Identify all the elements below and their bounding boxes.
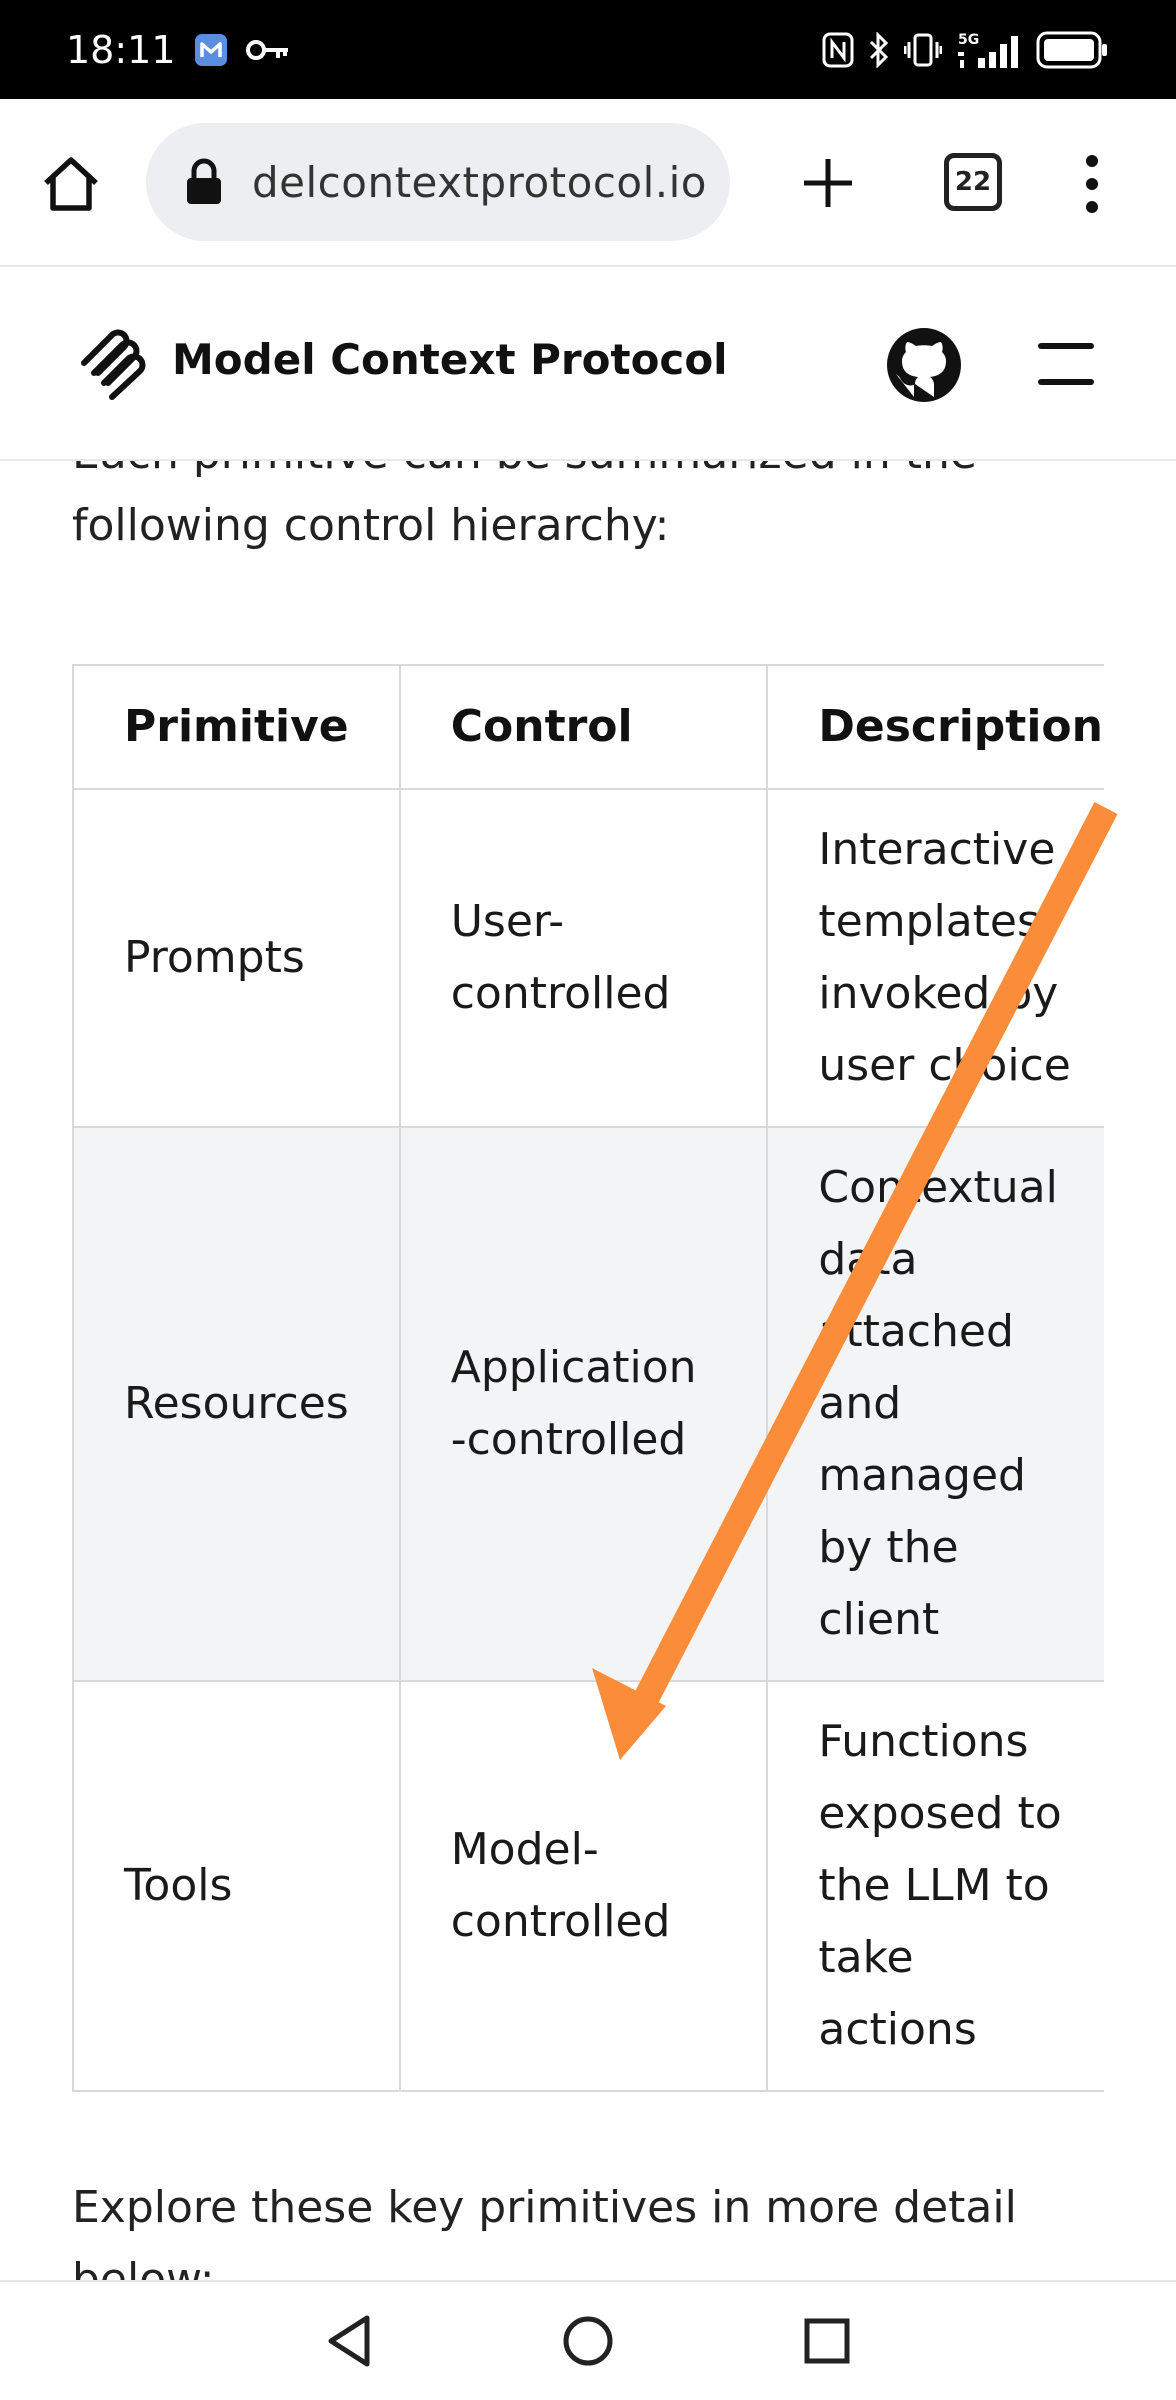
- cell-control: User- controlled: [398, 788, 769, 1128]
- new-tab-button[interactable]: [796, 151, 860, 215]
- back-icon: [328, 2315, 370, 2367]
- status-time: 18:11: [66, 27, 176, 72]
- table-row: Resources Application -controlled Contex…: [72, 1126, 1104, 1682]
- status-bar: 18:11 5G: [0, 0, 1176, 99]
- cell-description: Functions exposed to the LLM to take act…: [766, 1680, 1104, 2092]
- recents-icon: [804, 2318, 850, 2364]
- cell-description: Contextual data attached and managed by …: [766, 1126, 1104, 1682]
- hamburger-icon-bar: [1038, 379, 1094, 385]
- signal-5g-icon: 5G: [956, 30, 1022, 70]
- cell-description-line: user choice: [818, 1040, 1071, 1091]
- cell-description-line: attached: [818, 1306, 1014, 1357]
- bluetooth-icon: [868, 31, 890, 68]
- lock-icon: [187, 158, 221, 204]
- cell-control-line: -controlled: [450, 1414, 687, 1465]
- vibrate-icon: [904, 32, 942, 68]
- cell-control: Model- controlled: [398, 1680, 769, 2092]
- outro-paragraph: Explore these key primitives in more det…: [72, 2172, 1112, 2316]
- header-primitive: Primitive: [72, 664, 401, 790]
- nav-back-button[interactable]: [319, 2311, 379, 2371]
- github-link[interactable]: [884, 325, 964, 405]
- cell-description-line: by the: [818, 1522, 959, 1573]
- mail-icon: [194, 33, 228, 67]
- cell-description-line: and: [818, 1378, 902, 1429]
- header-control: Control: [398, 664, 769, 790]
- cell-description: Interactive templates invoked by user ch…: [766, 788, 1104, 1128]
- cell-description-line: Contextual: [818, 1162, 1058, 1213]
- intro-line-2: following control hierarchy:: [72, 500, 670, 551]
- cell-primitive: Prompts: [72, 788, 401, 1128]
- table-row: Prompts User- controlled Interactive tem…: [72, 788, 1104, 1128]
- nav-recents-button[interactable]: [797, 2311, 857, 2371]
- home-circle-icon: [563, 2316, 613, 2366]
- browser-toolbar: delcontextprotocol.io 22: [0, 99, 1176, 267]
- cell-description-line: the LLM to: [818, 1860, 1050, 1911]
- nfc-icon: [822, 32, 854, 68]
- cell-control-line: controlled: [450, 968, 671, 1019]
- address-bar[interactable]: delcontextprotocol.io: [146, 123, 730, 241]
- site-title[interactable]: Model Context Protocol: [172, 335, 728, 384]
- cell-description-line: exposed to: [818, 1788, 1062, 1839]
- browser-menu-button[interactable]: [1072, 149, 1112, 219]
- primitives-table: Primitive Control Description Prompts Us…: [72, 664, 1104, 2092]
- svg-text:5G: 5G: [958, 32, 979, 48]
- cell-description-line: actions: [818, 2004, 977, 2055]
- cell-description-line: Interactive: [818, 824, 1056, 875]
- site-header: Model Context Protocol: [0, 269, 1176, 461]
- cell-description-line: data: [818, 1234, 918, 1285]
- github-icon: [887, 328, 961, 402]
- mcp-logo-icon[interactable]: [76, 325, 156, 405]
- table-header-row: Primitive Control Description: [72, 664, 1104, 790]
- tab-count: 22: [954, 167, 992, 197]
- url-text: delcontextprotocol.io: [252, 157, 708, 207]
- outro-line-1: Explore these key primitives in more det…: [72, 2182, 1017, 2233]
- cell-description-line: managed: [818, 1450, 1026, 1501]
- cell-control-line: Model-: [450, 1824, 599, 1875]
- header-description: Description: [766, 664, 1104, 790]
- cell-description-line: Functions: [818, 1716, 1029, 1767]
- cell-control-line: controlled: [450, 1896, 671, 1947]
- cell-primitive: Tools: [72, 1680, 401, 2092]
- cell-control-line: Application: [450, 1342, 697, 1393]
- cell-description-line: invoked by: [818, 968, 1059, 1019]
- site-menu-button[interactable]: [1038, 339, 1098, 391]
- cell-primitive: Resources: [72, 1126, 401, 1682]
- cell-control: Application -controlled: [398, 1126, 769, 1682]
- browser-home-button[interactable]: [38, 151, 104, 217]
- cell-description-line: client: [818, 1594, 940, 1645]
- key-icon: [245, 36, 290, 64]
- cell-description-line: take: [818, 1932, 914, 1983]
- more-vert-icon: [1086, 155, 1098, 213]
- nav-home-button[interactable]: [558, 2311, 618, 2371]
- home-icon: [44, 157, 98, 211]
- system-nav-bar: [0, 2280, 1176, 2400]
- cell-control-line: User-: [450, 896, 565, 947]
- hamburger-icon: [1038, 343, 1094, 349]
- battery-icon: [1036, 31, 1110, 69]
- primitives-table-container[interactable]: Primitive Control Description Prompts Us…: [72, 664, 1104, 2094]
- plus-icon: [804, 159, 852, 207]
- cell-description-line: templates: [818, 896, 1040, 947]
- tab-switcher-button[interactable]: 22: [944, 153, 1002, 211]
- table-row: Tools Model- controlled Functions expose…: [72, 1680, 1104, 2092]
